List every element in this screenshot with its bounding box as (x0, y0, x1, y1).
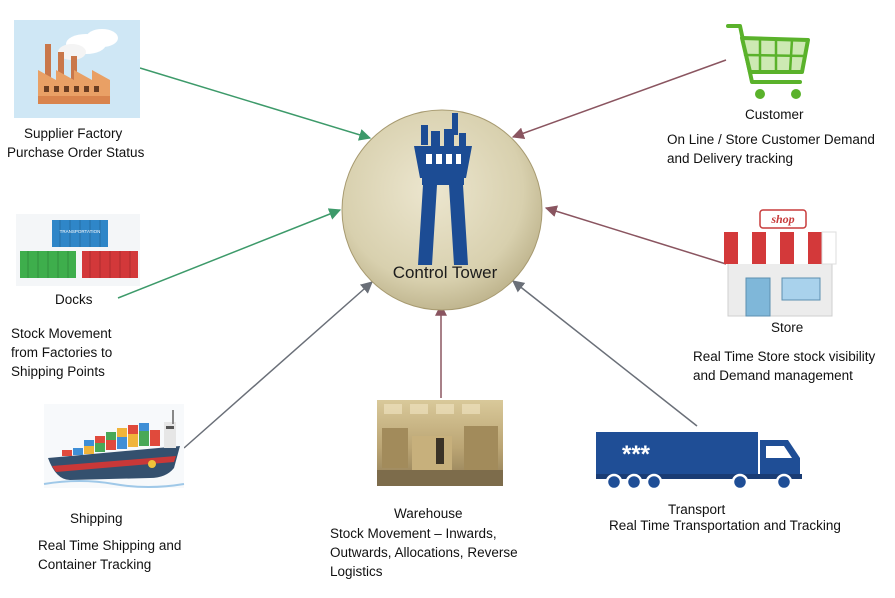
container-label: TRANSPORTATION (60, 229, 101, 234)
shipping-title: Shipping (70, 511, 123, 526)
docks-title: Docks (55, 292, 93, 307)
store-desc-line-2: and Demand management (693, 368, 853, 383)
shipping-desc-line-1: Real Time Shipping and (38, 538, 182, 553)
supplier-desc: Purchase Order Status (7, 145, 145, 160)
arrow-transport (512, 280, 698, 427)
shop-sign-text: shop (770, 212, 794, 226)
factory-icon (14, 20, 140, 118)
arrow-store (544, 205, 727, 265)
warehouse-desc-line-3: Logistics (330, 564, 383, 579)
truck-icon: *** (596, 432, 802, 491)
arrow-supplier (139, 67, 372, 141)
store-desc-line-1: Real Time Store stock visibility (693, 349, 876, 364)
arrow-docks (117, 208, 342, 299)
shopping-cart-icon (726, 24, 810, 84)
control-tower-label: Control Tower (392, 263, 498, 282)
warehouse-image (377, 400, 503, 486)
supplier-title: Supplier Factory (24, 126, 123, 141)
docks-desc-line-1: Stock Movement (11, 326, 112, 341)
control-tower-circle (341, 109, 543, 311)
customer-title: Customer (745, 107, 804, 122)
shipping-desc-line-2: Container Tracking (38, 557, 152, 572)
truck-stars: *** (622, 441, 651, 468)
shop-icon: shop (724, 209, 837, 317)
docks-desc-line-2: from Factories to (11, 345, 113, 360)
customer-desc-line-1: On Line / Store Customer Demand (667, 132, 875, 147)
ship-icon (43, 404, 185, 488)
arrow-shipping (183, 281, 373, 449)
warehouse-desc-line-1: Stock Movement – Inwards, (330, 526, 497, 541)
containers-icon: TRANSPORTATION (16, 214, 140, 286)
warehouse-desc-line-2: Outwards, Allocations, Reverse (330, 545, 518, 560)
transport-desc: Real Time Transportation and Tracking (609, 518, 841, 533)
transport-title: Transport (668, 502, 726, 517)
arrow-customer (511, 59, 727, 139)
store-title: Store (771, 320, 804, 335)
docks-desc-line-3: Shipping Points (11, 364, 105, 379)
customer-desc-line-2: and Delivery tracking (667, 151, 794, 166)
warehouse-title: Warehouse (394, 506, 463, 521)
